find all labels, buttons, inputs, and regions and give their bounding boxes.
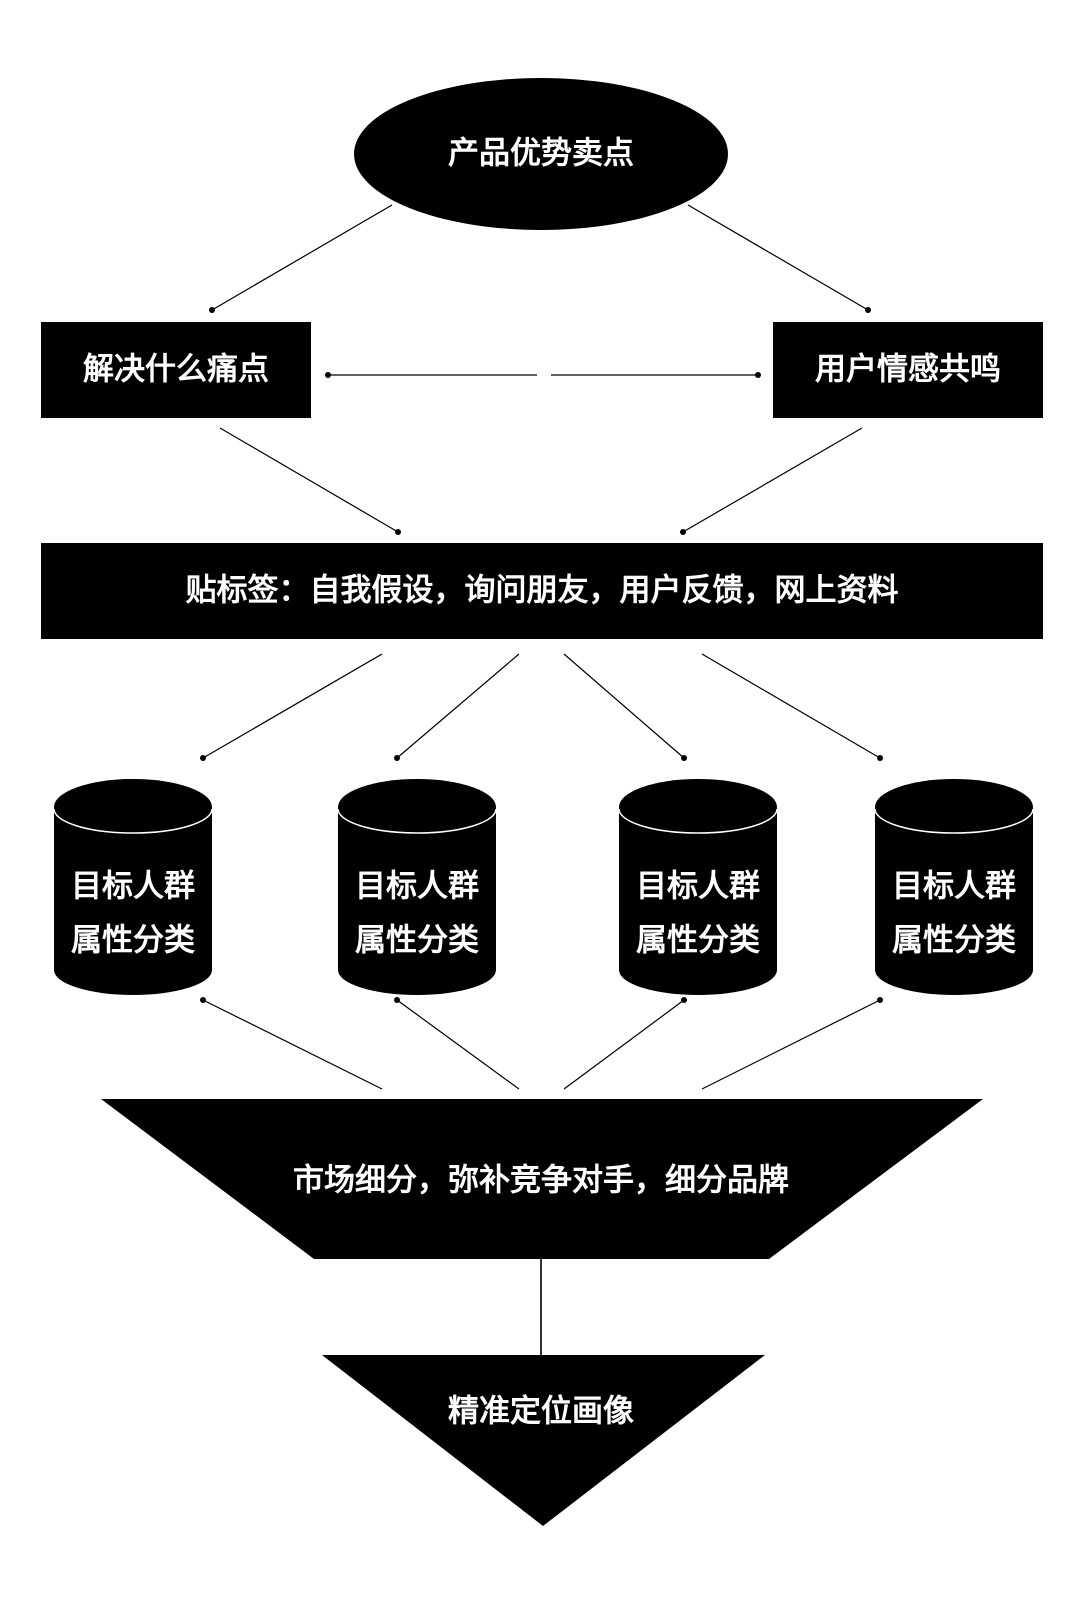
cylinder-3: 目标人群 属性分类 [618,779,778,995]
cylinder-body [338,807,496,995]
dot [394,755,400,761]
left-box-label: 解决什么痛点 [83,352,269,388]
cylinder-body [875,807,1033,995]
final-triangle-label: 精准定位画像 [448,1394,634,1430]
dot [681,997,687,1003]
cylinder-body [619,807,777,995]
connector-cyl-4-to-funnel [701,999,881,1090]
cylinder-2: 目标人群 属性分类 [337,779,497,995]
right-box: 用户情感共鸣 [773,322,1043,418]
cylinder-body [54,807,212,995]
cylinder-rim [53,808,213,834]
cylinder-top [54,779,212,835]
tag-bar-shape [41,543,1043,639]
top-node-shape [354,78,728,230]
left-box-shape [41,322,311,418]
dot [680,529,686,535]
dot [394,997,400,1003]
tag-bar-label: 贴标签：自我假设，询问朋友，用户反馈，网上资料 [186,573,899,609]
connector-top-right [687,204,869,311]
connector-bar-to-cyl-3 [563,653,685,759]
top-node-label: 产品优势卖点 [448,136,634,172]
cylinder-rim [874,808,1034,834]
funnel: 市场细分，弥补竞争对手，细分品牌 [101,1099,983,1259]
cylinder-label-line1: 目标人群 [892,869,1016,905]
dot [325,372,331,378]
cylinder-top [875,779,1033,835]
funnel-shape [101,1099,983,1259]
cylinder-1: 目标人群 属性分类 [53,779,213,995]
right-box-shape [773,322,1043,418]
dot [395,529,401,535]
cylinder-top [338,779,496,835]
cylinder-label-line1: 目标人群 [636,869,760,905]
cylinder-label-line1: 目标人群 [71,869,195,905]
final-triangle: 精准定位画像 [322,1355,765,1526]
connector-dots [200,307,883,1003]
cylinder-rim [618,808,778,834]
dot [877,755,883,761]
cylinder-label-line1: 目标人群 [355,869,479,905]
connector-cyl-1-to-funnel [202,999,383,1090]
tag-bar: 贴标签：自我假设，询问朋友，用户反馈，网上资料 [41,543,1043,639]
cylinder-4: 目标人群 属性分类 [874,779,1034,995]
dot [877,997,883,1003]
cylinder-label-line2: 属性分类 [892,923,1016,959]
cylinder-label-line2: 属性分类 [355,923,479,959]
dot [755,372,761,378]
connector-bar-to-cyl-4 [701,653,881,759]
dot [200,997,206,1003]
dot [200,755,206,761]
funnel-label: 市场细分，弥补竞争对手，细分品牌 [293,1163,789,1199]
connector-cyl-2-to-funnel [396,999,520,1090]
dot [209,307,215,313]
connectors [202,204,881,1355]
right-box-label: 用户情感共鸣 [815,352,1001,388]
top-node: 产品优势卖点 [354,78,728,230]
connector-left-box-to-bar [219,427,399,533]
cylinder-rim [337,808,497,834]
connector-cyl-3-to-funnel [563,999,685,1090]
cylinder-label-line2: 属性分类 [71,923,195,959]
dot [865,307,871,313]
cylinder-label-line2: 属性分类 [636,923,760,959]
dot [681,755,687,761]
final-triangle-shape [322,1355,765,1526]
connector-top-left [211,204,393,311]
connector-bar-to-cyl-2 [396,653,520,759]
connector-bar-to-cyl-1 [202,653,383,759]
cylinder-top [619,779,777,835]
left-box: 解决什么痛点 [41,322,311,418]
connector-right-box-to-bar [682,427,863,533]
